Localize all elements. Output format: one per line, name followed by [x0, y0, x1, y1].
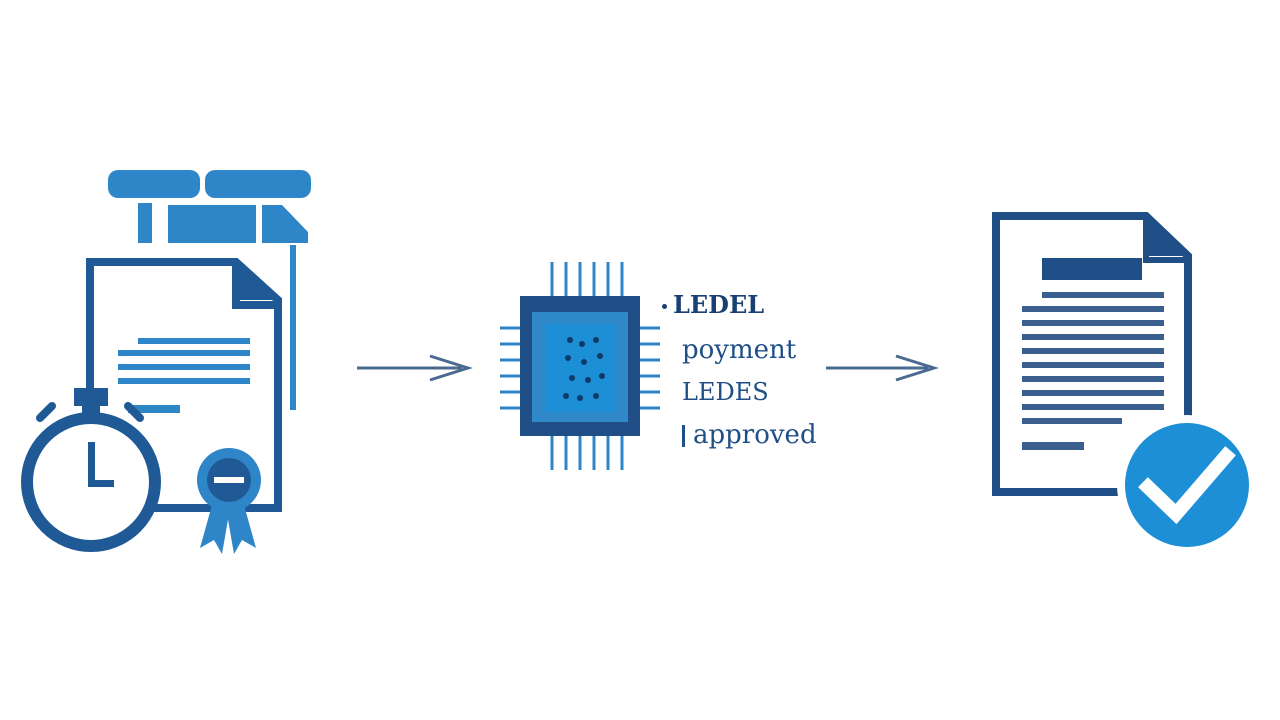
- ai-chip-icon: [500, 262, 660, 470]
- label-approved: approved: [682, 420, 817, 450]
- arrow-right-icon: [826, 354, 939, 382]
- process-labels: LEDEL poyment LEDES approved: [662, 290, 862, 460]
- bullet-dot: [662, 304, 667, 309]
- label-ledel: LEDEL: [662, 290, 764, 319]
- bar-marker: [682, 425, 685, 447]
- document-check-icon: [992, 212, 1257, 555]
- label-poyment: poyment: [682, 335, 797, 365]
- arrow-right-icon: [357, 354, 473, 382]
- label-ledes: LEDES: [682, 378, 769, 406]
- documents-stopwatch-ribbon-icon: [21, 170, 311, 554]
